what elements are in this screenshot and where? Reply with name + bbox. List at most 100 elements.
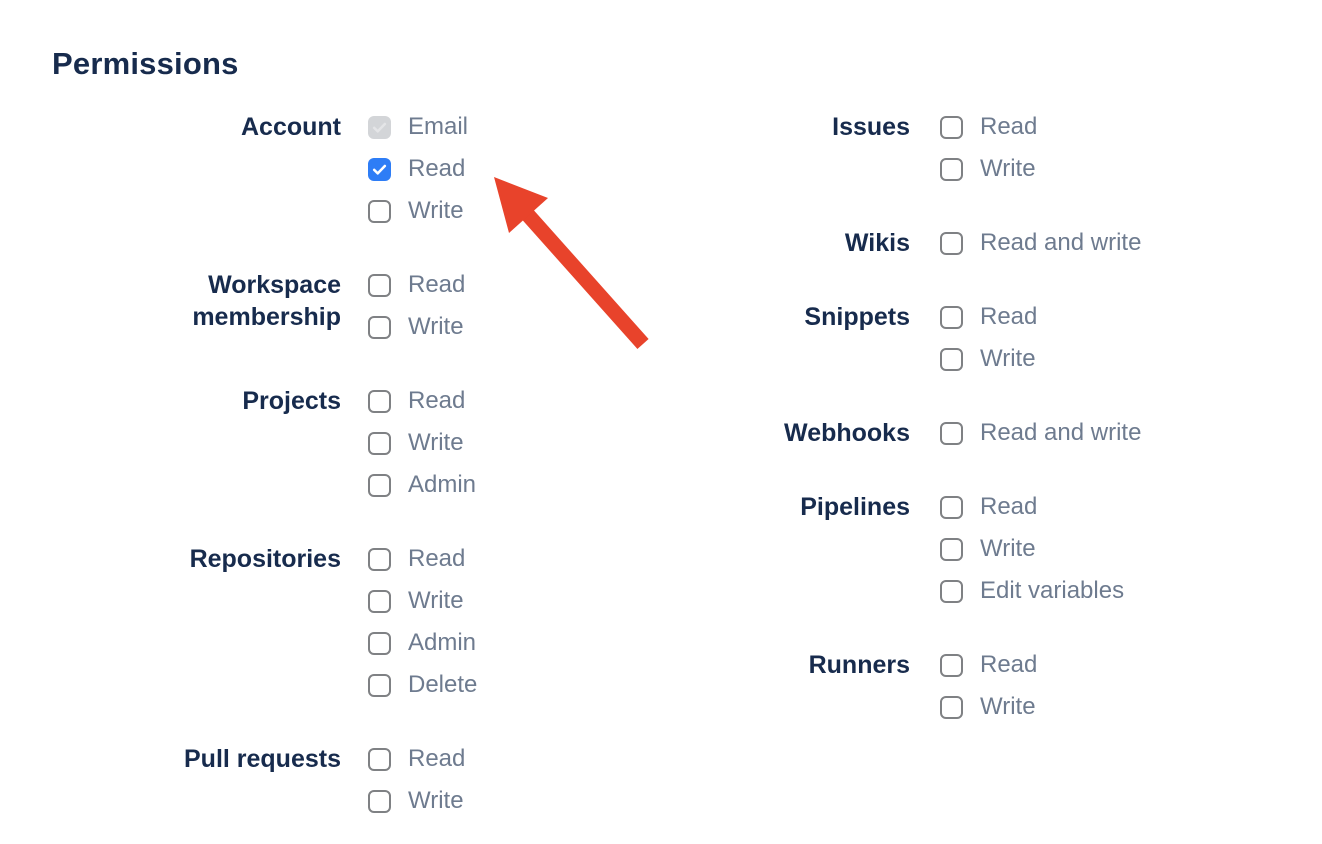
repositories-delete-checkbox[interactable] [368,673,391,697]
option-label: Read [980,303,1038,330]
option-label: Read and write [980,229,1142,256]
option-label: Write [408,313,464,340]
snippets-read-checkbox[interactable] [940,305,963,329]
pipelines-read-checkbox[interactable] [940,495,963,519]
option-pull-requests-write[interactable]: Write [368,780,465,822]
group-label-account: Account [241,113,341,141]
projects-admin-checkbox[interactable] [368,473,391,497]
group-projects: Projects Read Write Admin [0,380,660,506]
option-account-write[interactable]: Write [368,190,468,232]
option-repositories-delete[interactable]: Delete [368,664,477,706]
repositories-read-checkbox[interactable] [368,547,391,571]
option-label: Write [408,787,464,814]
option-pipelines-read[interactable]: Read [940,486,1124,528]
group-projects-options: Read Write Admin [368,380,476,506]
repositories-admin-checkbox[interactable] [368,631,391,655]
account-email-checkbox [368,115,391,139]
option-snippets-read[interactable]: Read [940,296,1037,338]
group-label-webhooks: Webhooks [784,419,910,447]
option-repositories-write[interactable]: Write [368,580,477,622]
page-title: Permissions [52,46,239,81]
permissions-column-right: Issues Read Write Wikis [660,106,1322,760]
group-pull-requests: Pull requests Read Write [0,738,660,822]
group-issues-options: Read Write [940,106,1037,190]
group-pull-requests-options: Read Write [368,738,465,822]
option-label: Write [408,587,464,614]
option-label: Write [980,155,1036,182]
option-label: Delete [408,671,478,698]
group-wikis: Wikis Read and write [660,222,1322,264]
group-label-pull-requests: Pull requests [184,745,341,773]
wikis-read-and-write-checkbox[interactable] [940,231,963,255]
group-label-issues: Issues [832,113,910,141]
group-issues: Issues Read Write [660,106,1322,190]
webhooks-read-and-write-checkbox[interactable] [940,421,963,445]
pipelines-edit-variables-checkbox[interactable] [940,579,963,603]
option-label: Read [408,745,466,772]
option-runners-write[interactable]: Write [940,686,1037,728]
group-label-runners: Runners [808,651,910,679]
option-repositories-read[interactable]: Read [368,538,477,580]
option-projects-write[interactable]: Write [368,422,476,464]
repositories-write-checkbox[interactable] [368,589,391,613]
option-label: Admin [408,629,477,656]
group-workspace-membership: Workspace membership Read Write [0,264,660,348]
pull-requests-read-checkbox[interactable] [368,747,391,771]
group-runners: Runners Read Write [660,644,1322,728]
permissions-columns: Account Email Read Write [0,106,1322,844]
issues-write-checkbox[interactable] [940,157,963,181]
projects-write-checkbox[interactable] [368,431,391,455]
group-account: Account Email Read Write [0,106,660,232]
option-runners-read[interactable]: Read [940,644,1037,686]
option-snippets-write[interactable]: Write [940,338,1037,380]
option-projects-admin[interactable]: Admin [368,464,476,506]
option-repositories-admin[interactable]: Admin [368,622,477,664]
group-wikis-options: Read and write [940,222,1141,264]
option-label: Read and write [980,419,1142,446]
pull-requests-write-checkbox[interactable] [368,789,391,813]
option-pull-requests-read[interactable]: Read [368,738,465,780]
pipelines-write-checkbox[interactable] [940,537,963,561]
option-label: Read [980,113,1038,140]
permissions-column-left: Account Email Read Write [0,106,660,844]
group-label-pipelines: Pipelines [800,493,910,521]
issues-read-checkbox[interactable] [940,115,963,139]
option-label: Read [408,545,466,572]
workspace-write-checkbox[interactable] [368,315,391,339]
group-repositories: Repositories Read Write Admin [0,538,660,706]
option-account-read[interactable]: Read [368,148,468,190]
option-label: Write [980,693,1036,720]
option-projects-read[interactable]: Read [368,380,476,422]
option-pipelines-edit-variables[interactable]: Edit variables [940,570,1124,612]
option-issues-write[interactable]: Write [940,148,1037,190]
snippets-write-checkbox[interactable] [940,347,963,371]
projects-read-checkbox[interactable] [368,389,391,413]
option-webhooks-read-and-write[interactable]: Read and write [940,412,1141,454]
group-label-snippets: Snippets [804,303,910,331]
account-write-checkbox[interactable] [368,199,391,223]
option-label: Write [980,345,1036,372]
option-wikis-read-and-write[interactable]: Read and write [940,222,1141,264]
runners-read-checkbox[interactable] [940,653,963,677]
group-workspace-membership-options: Read Write [368,264,465,348]
option-workspace-read[interactable]: Read [368,264,465,306]
option-label: Email [408,113,469,140]
option-workspace-write[interactable]: Write [368,306,465,348]
group-label-projects: Projects [242,387,341,415]
group-snippets-options: Read Write [940,296,1037,380]
runners-write-checkbox[interactable] [940,695,963,719]
option-label: Read [980,493,1038,520]
option-label: Write [408,429,464,456]
option-issues-read[interactable]: Read [940,106,1037,148]
workspace-read-checkbox[interactable] [368,273,391,297]
option-account-email: Email [368,106,468,148]
group-repositories-options: Read Write Admin Delete [368,538,477,706]
option-pipelines-write[interactable]: Write [940,528,1124,570]
account-read-checkbox[interactable] [368,157,391,181]
check-icon [372,164,387,175]
group-label-repositories: Repositories [189,545,341,573]
option-label: Write [408,197,464,224]
group-pipelines-options: Read Write Edit variables [940,486,1124,612]
option-label: Admin [408,471,477,498]
